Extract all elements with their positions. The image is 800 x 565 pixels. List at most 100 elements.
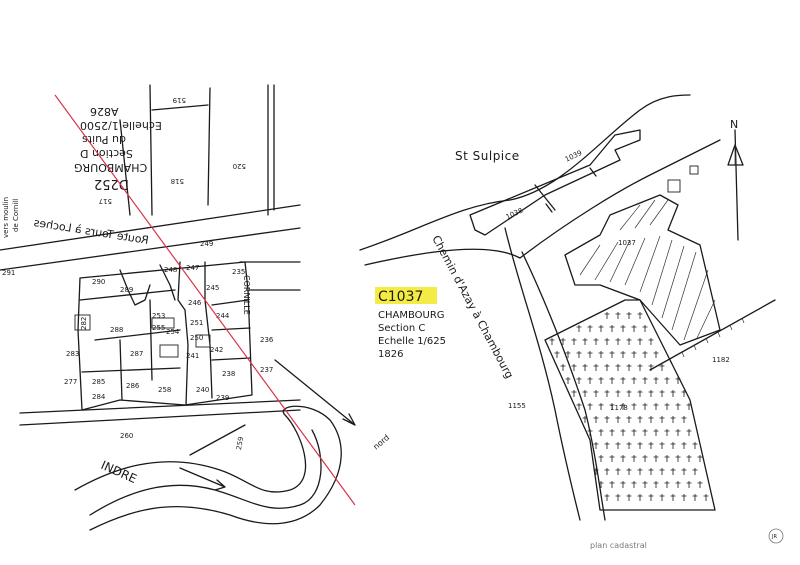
code-highlight-box xyxy=(375,287,437,304)
grave-cross xyxy=(653,455,659,462)
caption-line-4: 1826 xyxy=(378,349,403,360)
grave-cross xyxy=(686,455,692,462)
small-building xyxy=(74,314,91,331)
grave-cross xyxy=(631,481,637,488)
grave-cross xyxy=(609,481,615,488)
grave-cross xyxy=(659,468,665,475)
parcel-line xyxy=(81,367,181,373)
grave-cross xyxy=(565,351,571,358)
side-label-1: vers moulin xyxy=(2,197,10,238)
parcel-num: 239 xyxy=(216,394,229,402)
parcel-num: 242 xyxy=(210,346,223,354)
parcel-num: 247 xyxy=(186,264,199,272)
grave-cross xyxy=(637,364,643,371)
caption-line-3: Echelle 1/625 xyxy=(378,336,446,347)
parcel-num: 253 xyxy=(152,312,165,320)
cemetery-outline xyxy=(544,299,716,511)
parcel-num: 235 xyxy=(232,268,245,276)
grave-cross xyxy=(648,442,654,449)
grave-cross xyxy=(648,416,654,423)
grave-cross xyxy=(593,364,599,371)
grave-cross xyxy=(620,351,626,358)
grave-cross xyxy=(675,403,681,410)
parcel-num: 260 xyxy=(120,432,133,440)
grave-cross xyxy=(637,494,643,501)
grave-cross xyxy=(587,351,593,358)
grave-cross xyxy=(615,416,621,423)
parcel-num: 255 xyxy=(152,324,165,332)
grave-cross xyxy=(642,481,648,488)
grave-cross xyxy=(659,364,665,371)
grave-cross xyxy=(587,429,593,436)
parcel-line xyxy=(151,104,209,111)
grave-cross xyxy=(681,494,687,501)
grave-cross xyxy=(675,455,681,462)
direction-label: nord xyxy=(372,433,392,452)
grave-cross xyxy=(659,494,665,501)
grave-cross xyxy=(637,338,643,345)
side-label-2: de Cornill xyxy=(12,199,20,232)
grave-cross xyxy=(670,390,676,397)
parcel-1038: 1038 xyxy=(505,207,525,222)
grave-cross xyxy=(593,468,599,475)
road-edge xyxy=(0,204,301,251)
road-edge xyxy=(19,409,301,426)
parcel-line xyxy=(159,264,176,301)
grave-cross xyxy=(681,468,687,475)
parcel-line xyxy=(149,84,153,216)
grave-cross xyxy=(598,481,604,488)
parcel-num: 258 xyxy=(158,386,171,394)
grave-cross xyxy=(609,325,615,332)
grave-cross xyxy=(593,416,599,423)
grave-cross xyxy=(692,468,698,475)
grave-cross xyxy=(615,338,621,345)
small-building xyxy=(159,344,179,358)
grave-cross xyxy=(626,338,632,345)
grave-cross xyxy=(587,403,593,410)
grave-cross xyxy=(576,377,582,384)
parcel-num: 236 xyxy=(260,336,274,344)
parcel-num: 241 xyxy=(186,352,199,360)
caption-line-2: Section C xyxy=(378,323,425,334)
grave-cross xyxy=(686,403,692,410)
grave-cross xyxy=(637,442,643,449)
grave-cross xyxy=(582,416,588,423)
grave-cross xyxy=(631,325,637,332)
grave-cross xyxy=(637,468,643,475)
grave-cross xyxy=(642,455,648,462)
grave-cross xyxy=(604,338,610,345)
parcel-1178: 1178 xyxy=(610,404,628,412)
cemetery-crosses xyxy=(549,312,709,501)
grave-cross xyxy=(571,364,577,371)
parcel-line xyxy=(267,84,275,216)
parcel-line xyxy=(207,87,211,206)
title-line-code: D252 xyxy=(94,176,129,191)
parcel-num: 259 xyxy=(235,436,245,451)
grave-cross xyxy=(565,377,571,384)
parcel-num: 254 xyxy=(166,328,180,336)
north-arrow-head xyxy=(727,144,744,166)
parcel-line xyxy=(119,339,123,401)
parcel-1182: 1182 xyxy=(712,356,730,364)
grave-cross xyxy=(593,442,599,449)
grave-cross xyxy=(631,455,637,462)
grave-cross xyxy=(703,494,709,501)
grave-cross xyxy=(670,442,676,449)
corner-mark: JR xyxy=(771,534,777,540)
title-line-puits: du Puits xyxy=(82,133,126,146)
grave-cross xyxy=(642,351,648,358)
grave-cross xyxy=(604,468,610,475)
grave-cross xyxy=(615,312,621,319)
grave-cross xyxy=(626,364,632,371)
parcel-num: 238 xyxy=(222,370,235,378)
grave-cross xyxy=(571,390,577,397)
grave-cross xyxy=(686,429,692,436)
river-label: INDRE xyxy=(99,458,139,486)
title-line-section: Section D xyxy=(80,147,133,160)
parcel-num: 248 xyxy=(164,266,177,274)
road-edge xyxy=(359,94,691,251)
door-mark xyxy=(545,167,597,213)
parcel-num: 250 xyxy=(190,334,203,342)
grave-cross xyxy=(642,403,648,410)
parcel-num: 289 xyxy=(120,286,133,294)
